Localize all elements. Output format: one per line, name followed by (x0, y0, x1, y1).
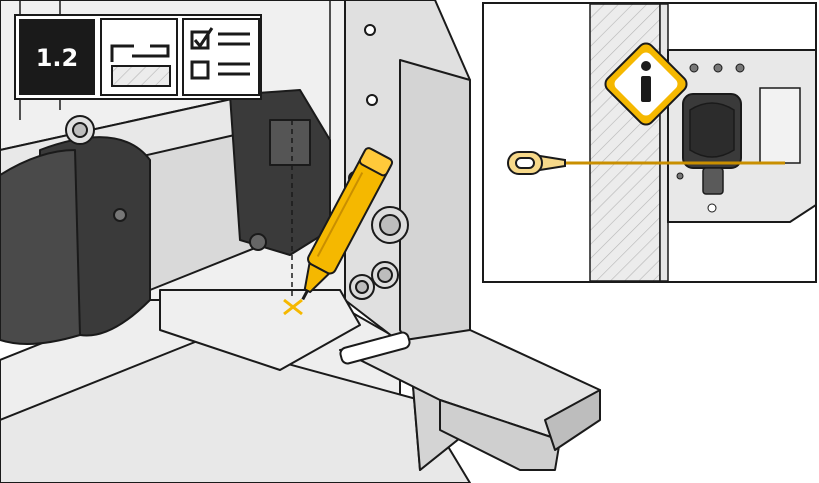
marker-pen-icon (301, 147, 394, 301)
motor-housing (229, 89, 331, 256)
checklist-icon (182, 18, 260, 96)
mark-cross (283, 298, 303, 316)
step-header: 1.2 (14, 14, 262, 100)
step-number-badge (19, 19, 95, 95)
detail-inset (482, 2, 817, 283)
bracket-profile-icon (100, 18, 178, 96)
info-icon (604, 42, 688, 126)
step-number: 1.2 (36, 44, 79, 72)
pull-rod-tool (507, 151, 785, 175)
